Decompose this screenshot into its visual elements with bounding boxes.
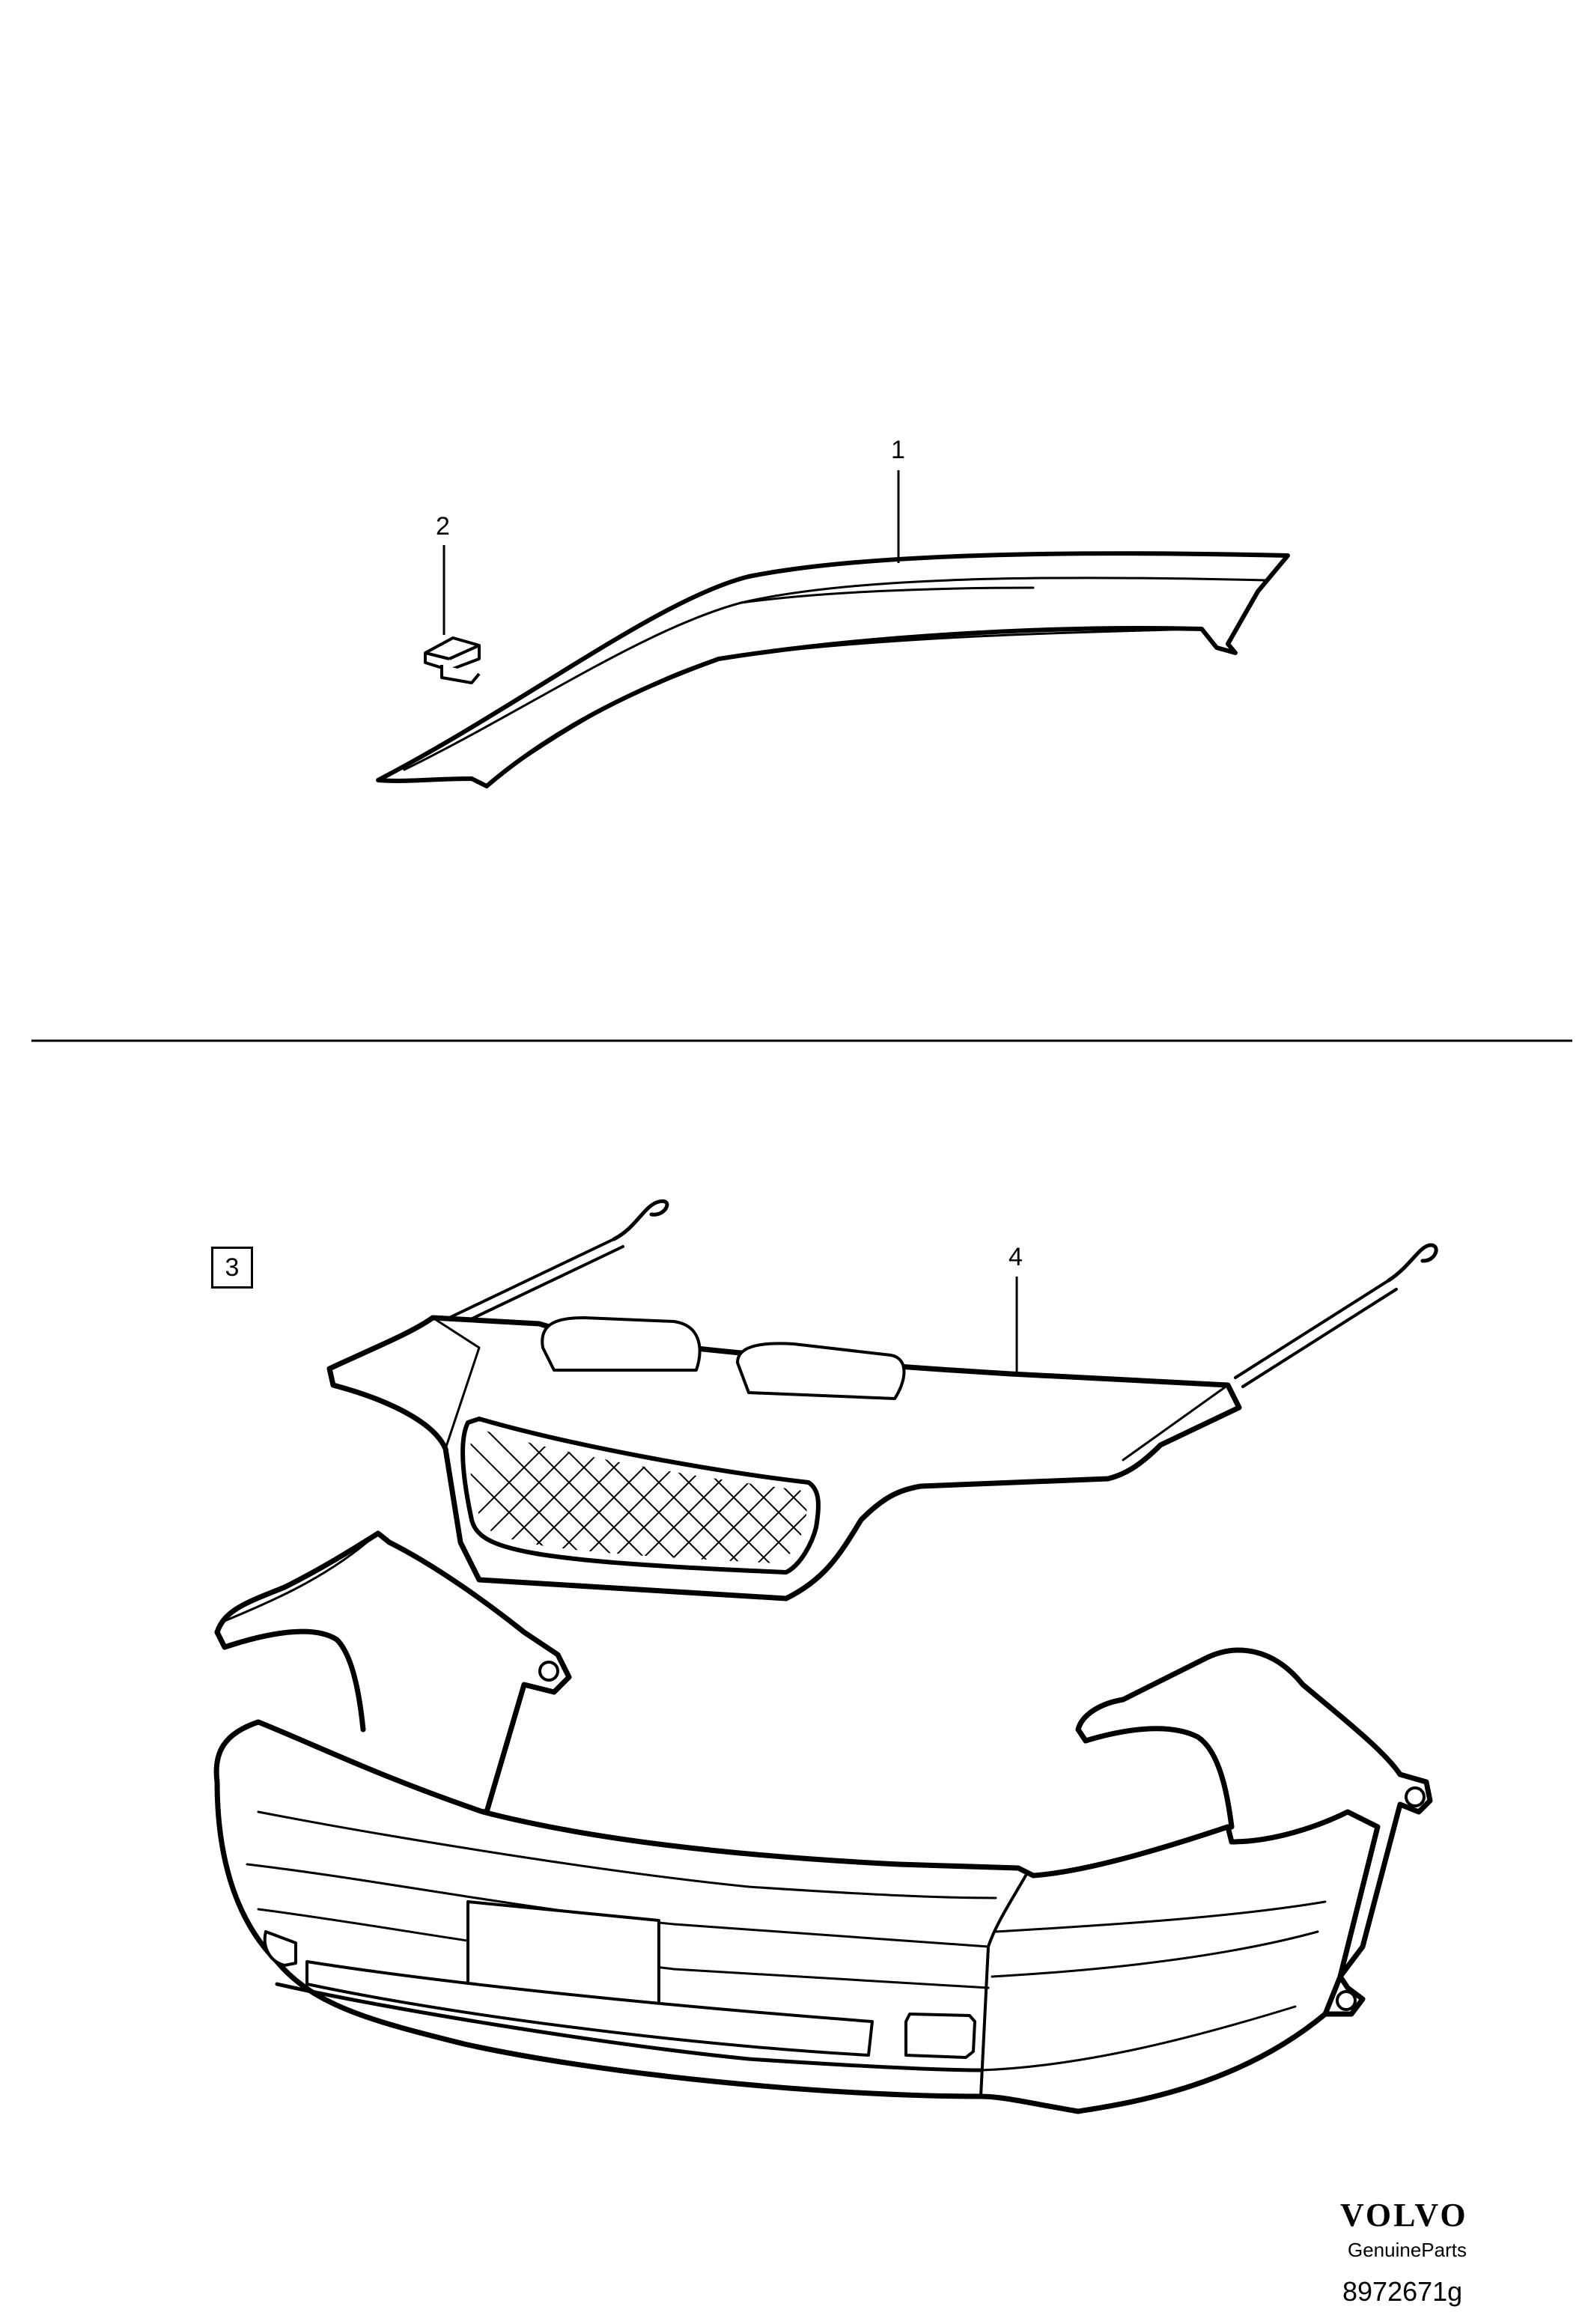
callout-part-1: 1 <box>891 436 905 464</box>
windshield-trim-icon <box>376 551 1290 788</box>
callout-part-4: 4 <box>1009 1243 1023 1271</box>
volvo-logo-text: VOLVO <box>1340 2197 1468 2233</box>
callout-part-2: 2 <box>436 512 450 541</box>
front-cover-icon <box>326 1199 1438 1601</box>
clip-icon <box>424 636 481 684</box>
diagram-reference-number: 8972671g <box>1342 2276 1463 2307</box>
callout-part-3-boxed: 3 <box>211 1247 253 1289</box>
bumper-icon <box>213 1530 1433 2114</box>
genuine-parts-label: GenuineParts <box>1348 2239 1467 2261</box>
grille-mesh-icon <box>469 1430 807 1563</box>
